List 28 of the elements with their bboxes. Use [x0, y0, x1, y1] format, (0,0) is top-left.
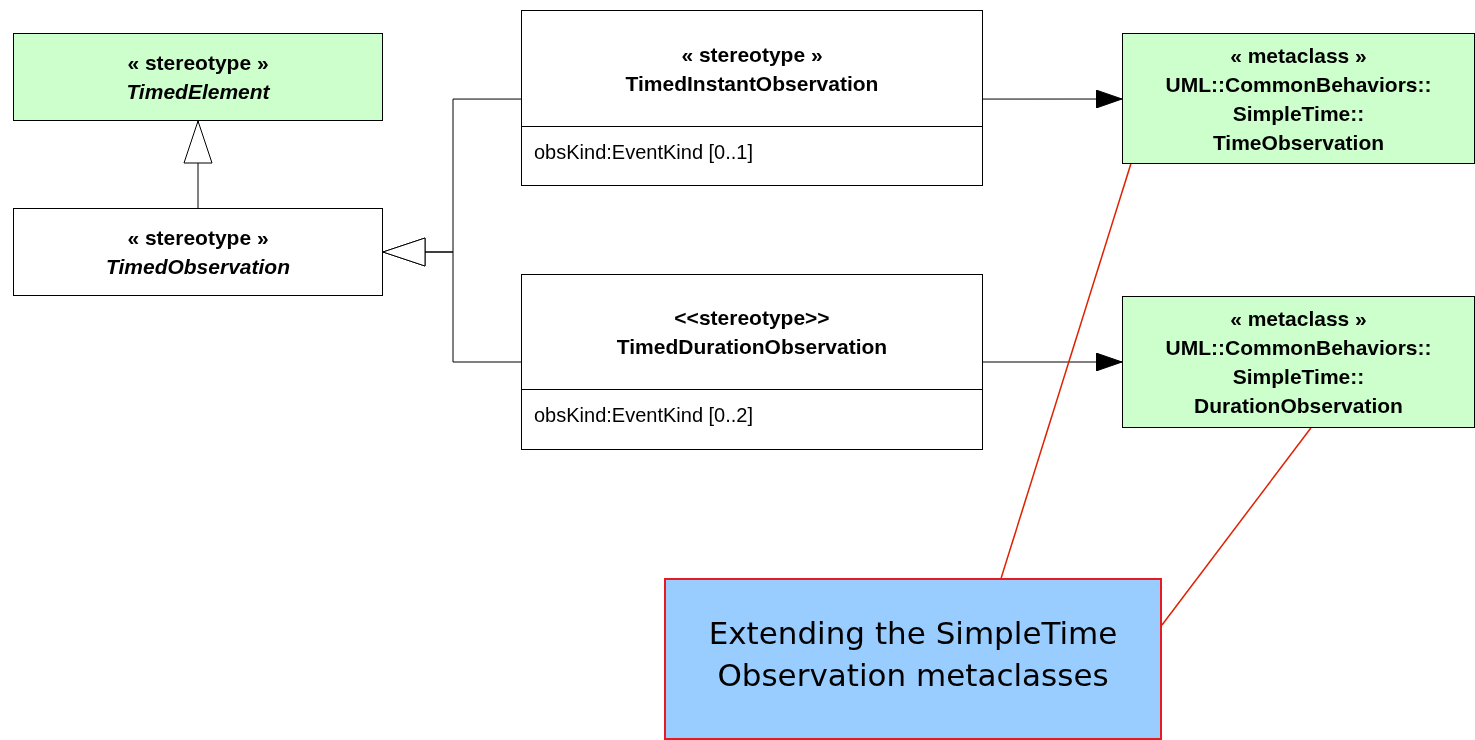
- attribute-text: obsKind:EventKind [0..1]: [534, 141, 754, 163]
- metaclass-name: UML::CommonBehaviors:: SimpleTime:: TimeObservation: [1165, 71, 1432, 156]
- stereotype-label: « metaclass »: [1230, 306, 1367, 332]
- class-name: TimedElement: [126, 79, 270, 105]
- stereotype-label: « stereotype »: [127, 225, 269, 251]
- metaclass-name: UML::CommonBehaviors:: SimpleTime:: DurationObservation: [1165, 335, 1432, 419]
- class-box: [521, 10, 983, 186]
- metaclass-box: [1122, 33, 1475, 164]
- class-name: TimedObservation: [106, 254, 290, 280]
- generalization-arrow: [183, 120, 213, 209]
- class-box: [13, 208, 383, 296]
- note-connector: [1000, 163, 1132, 579]
- stereotype-label: <<stereotype>>: [674, 305, 830, 331]
- extension-arrow: [982, 352, 1123, 372]
- class-name: TimedInstantObservation: [625, 70, 879, 97]
- note-box: [664, 578, 1162, 740]
- class-name: TimedDurationObservation: [616, 334, 888, 360]
- generalization-arrow: [382, 237, 522, 363]
- class-box: [521, 274, 983, 450]
- stereotype-label: « metaclass »: [1230, 42, 1367, 69]
- metaclass-box: [1122, 296, 1475, 428]
- note-text: Extending the SimpleTime Observation metaclasses: [707, 614, 1119, 695]
- stereotype-label: « stereotype »: [681, 41, 823, 68]
- attribute-text: obsKind:EventKind [0..2]: [534, 404, 754, 426]
- metaclass-box: [13, 33, 383, 121]
- note-connector: [1161, 427, 1312, 626]
- stereotype-label: « stereotype »: [127, 50, 269, 76]
- extension-arrow: [982, 89, 1123, 109]
